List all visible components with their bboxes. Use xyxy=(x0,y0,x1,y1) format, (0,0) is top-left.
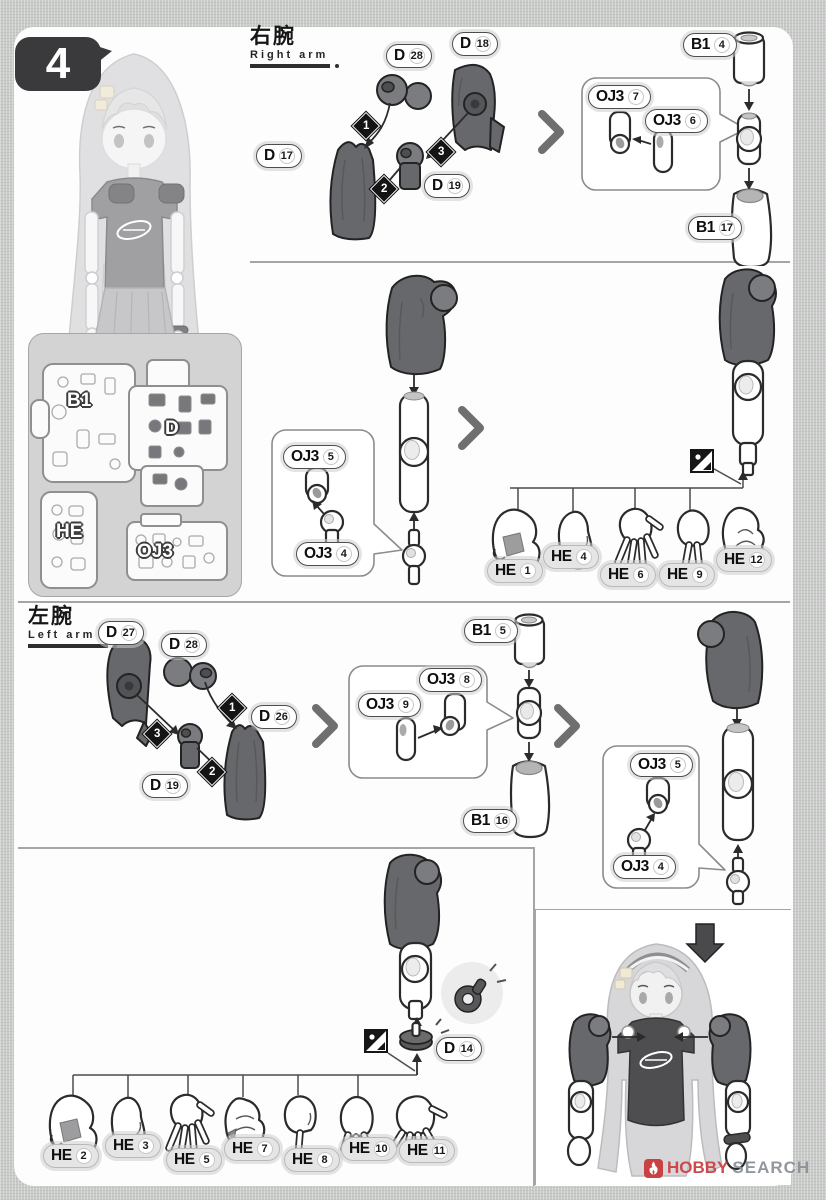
runner-label-b1: B1 xyxy=(67,390,92,411)
hand-option-he6 xyxy=(614,507,664,572)
right-arm-stage1-illustration xyxy=(329,63,505,241)
hand-option-he5 xyxy=(165,1093,215,1158)
hand-option-he1 xyxy=(491,508,541,574)
hand-option-he9 xyxy=(676,509,710,571)
step-number-badge: 4 xyxy=(15,37,112,91)
left-arm-stage1-illustration xyxy=(106,635,267,821)
left-arm-hand-options-illustration xyxy=(48,853,507,1161)
watermark-suffix: SEARCH xyxy=(732,1158,811,1177)
left-arm-stage3-illustration xyxy=(602,611,764,906)
hand-option-he8 xyxy=(283,1095,317,1161)
flame-icon xyxy=(644,1158,663,1178)
left-arm-title-jp: 左腕 xyxy=(28,605,74,628)
left-arm-stage2-illustration xyxy=(348,613,551,839)
next-step-chevron xyxy=(554,704,580,748)
hobby-search-watermark: HOBBY SEARCH xyxy=(644,1158,810,1178)
right-arm-section-header: 右腕 Right arm xyxy=(250,25,339,68)
runner-sprues-illustration xyxy=(30,359,228,589)
select-one-icon xyxy=(690,449,714,473)
right-arm-stage3-illustration xyxy=(271,274,458,586)
section-divider xyxy=(18,601,790,603)
next-step-chevron xyxy=(312,704,338,748)
next-step-chevron xyxy=(458,406,484,450)
hand-option-he2 xyxy=(48,1094,98,1160)
step-number: 4 xyxy=(45,39,71,88)
right-arm-title-en: Right arm xyxy=(250,49,329,62)
select-one-icon xyxy=(364,1029,388,1053)
runner-label-d: D xyxy=(165,418,179,439)
runner-label-oj3: OJ3 xyxy=(137,541,173,562)
section-divider xyxy=(250,261,790,263)
runner-reference-box: B1 D HE OJ3 xyxy=(28,333,242,597)
right-arm-hand-options-illustration xyxy=(491,268,777,574)
right-arm-stage2-illustration xyxy=(581,31,773,266)
attach-arms-panel xyxy=(535,909,791,1185)
header-underline xyxy=(250,63,339,68)
section-divider xyxy=(18,847,534,849)
header-underline xyxy=(28,643,117,648)
left-arm-title-en: Left arm xyxy=(28,629,96,642)
next-step-chevron xyxy=(538,110,564,154)
left-arm-section-header: 左腕 Left arm xyxy=(28,605,117,648)
watermark-brand: HOBBY xyxy=(667,1158,729,1177)
right-arm-title-jp: 右腕 xyxy=(250,25,296,48)
attach-arms-illustration xyxy=(566,923,752,1177)
section-divider-vertical xyxy=(533,847,535,1186)
runner-label-he: HE xyxy=(56,521,83,542)
